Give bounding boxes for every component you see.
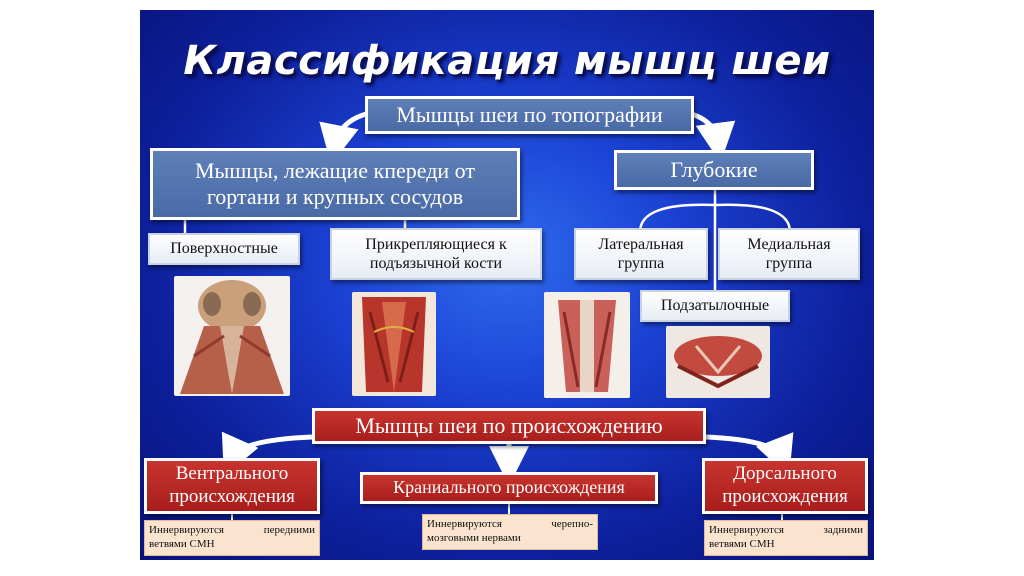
neck-superficial-image — [174, 276, 290, 396]
topography-root-box: Мышцы шеи по топографии — [365, 96, 694, 134]
medial-group-box: Медиальная группа — [718, 228, 860, 280]
line-deep-lateral — [638, 203, 716, 233]
neck-suboccipital-image — [666, 326, 770, 398]
deep-muscles-box: Глубокие — [614, 150, 814, 190]
dorsal-origin-box: Дорсального происхождения — [702, 458, 868, 514]
ventral-innervation-note: Иннервируются передними ветвями СМН — [144, 520, 320, 556]
origin-root-box: Мышцы шеи по происхождению — [312, 408, 706, 444]
neck-deep-image — [544, 292, 630, 398]
cranial-innervation-note: Иннервируются черепно-мозговыми нервами — [422, 514, 598, 550]
neck-hyoid-image — [352, 292, 436, 396]
page-title: Классификация мышц шеи — [183, 38, 831, 84]
arrow-to-ventral — [221, 431, 313, 477]
ventral-origin-box: Вентрального происхождения — [144, 458, 320, 514]
anterior-muscles-box: Мышцы, лежащие кпереди от гортани и круп… — [150, 148, 520, 220]
line-deep-medial — [714, 203, 792, 233]
cranial-origin-box: Краниального происхождения — [360, 472, 658, 504]
slide: Классификация мышц шеи Мышцы шеи по топо… — [140, 10, 874, 560]
arrow-to-dorsal — [705, 432, 794, 477]
superficial-box: Поверхностные — [148, 233, 300, 265]
suboccipital-box: Подзатылочные — [640, 290, 790, 322]
lateral-group-box: Латеральная группа — [574, 228, 708, 280]
hyoid-box: Прикрепляющиеся к подъязычной кости — [330, 228, 542, 280]
dorsal-innervation-note: Иннервируются задними ветвями СМН — [704, 520, 868, 556]
